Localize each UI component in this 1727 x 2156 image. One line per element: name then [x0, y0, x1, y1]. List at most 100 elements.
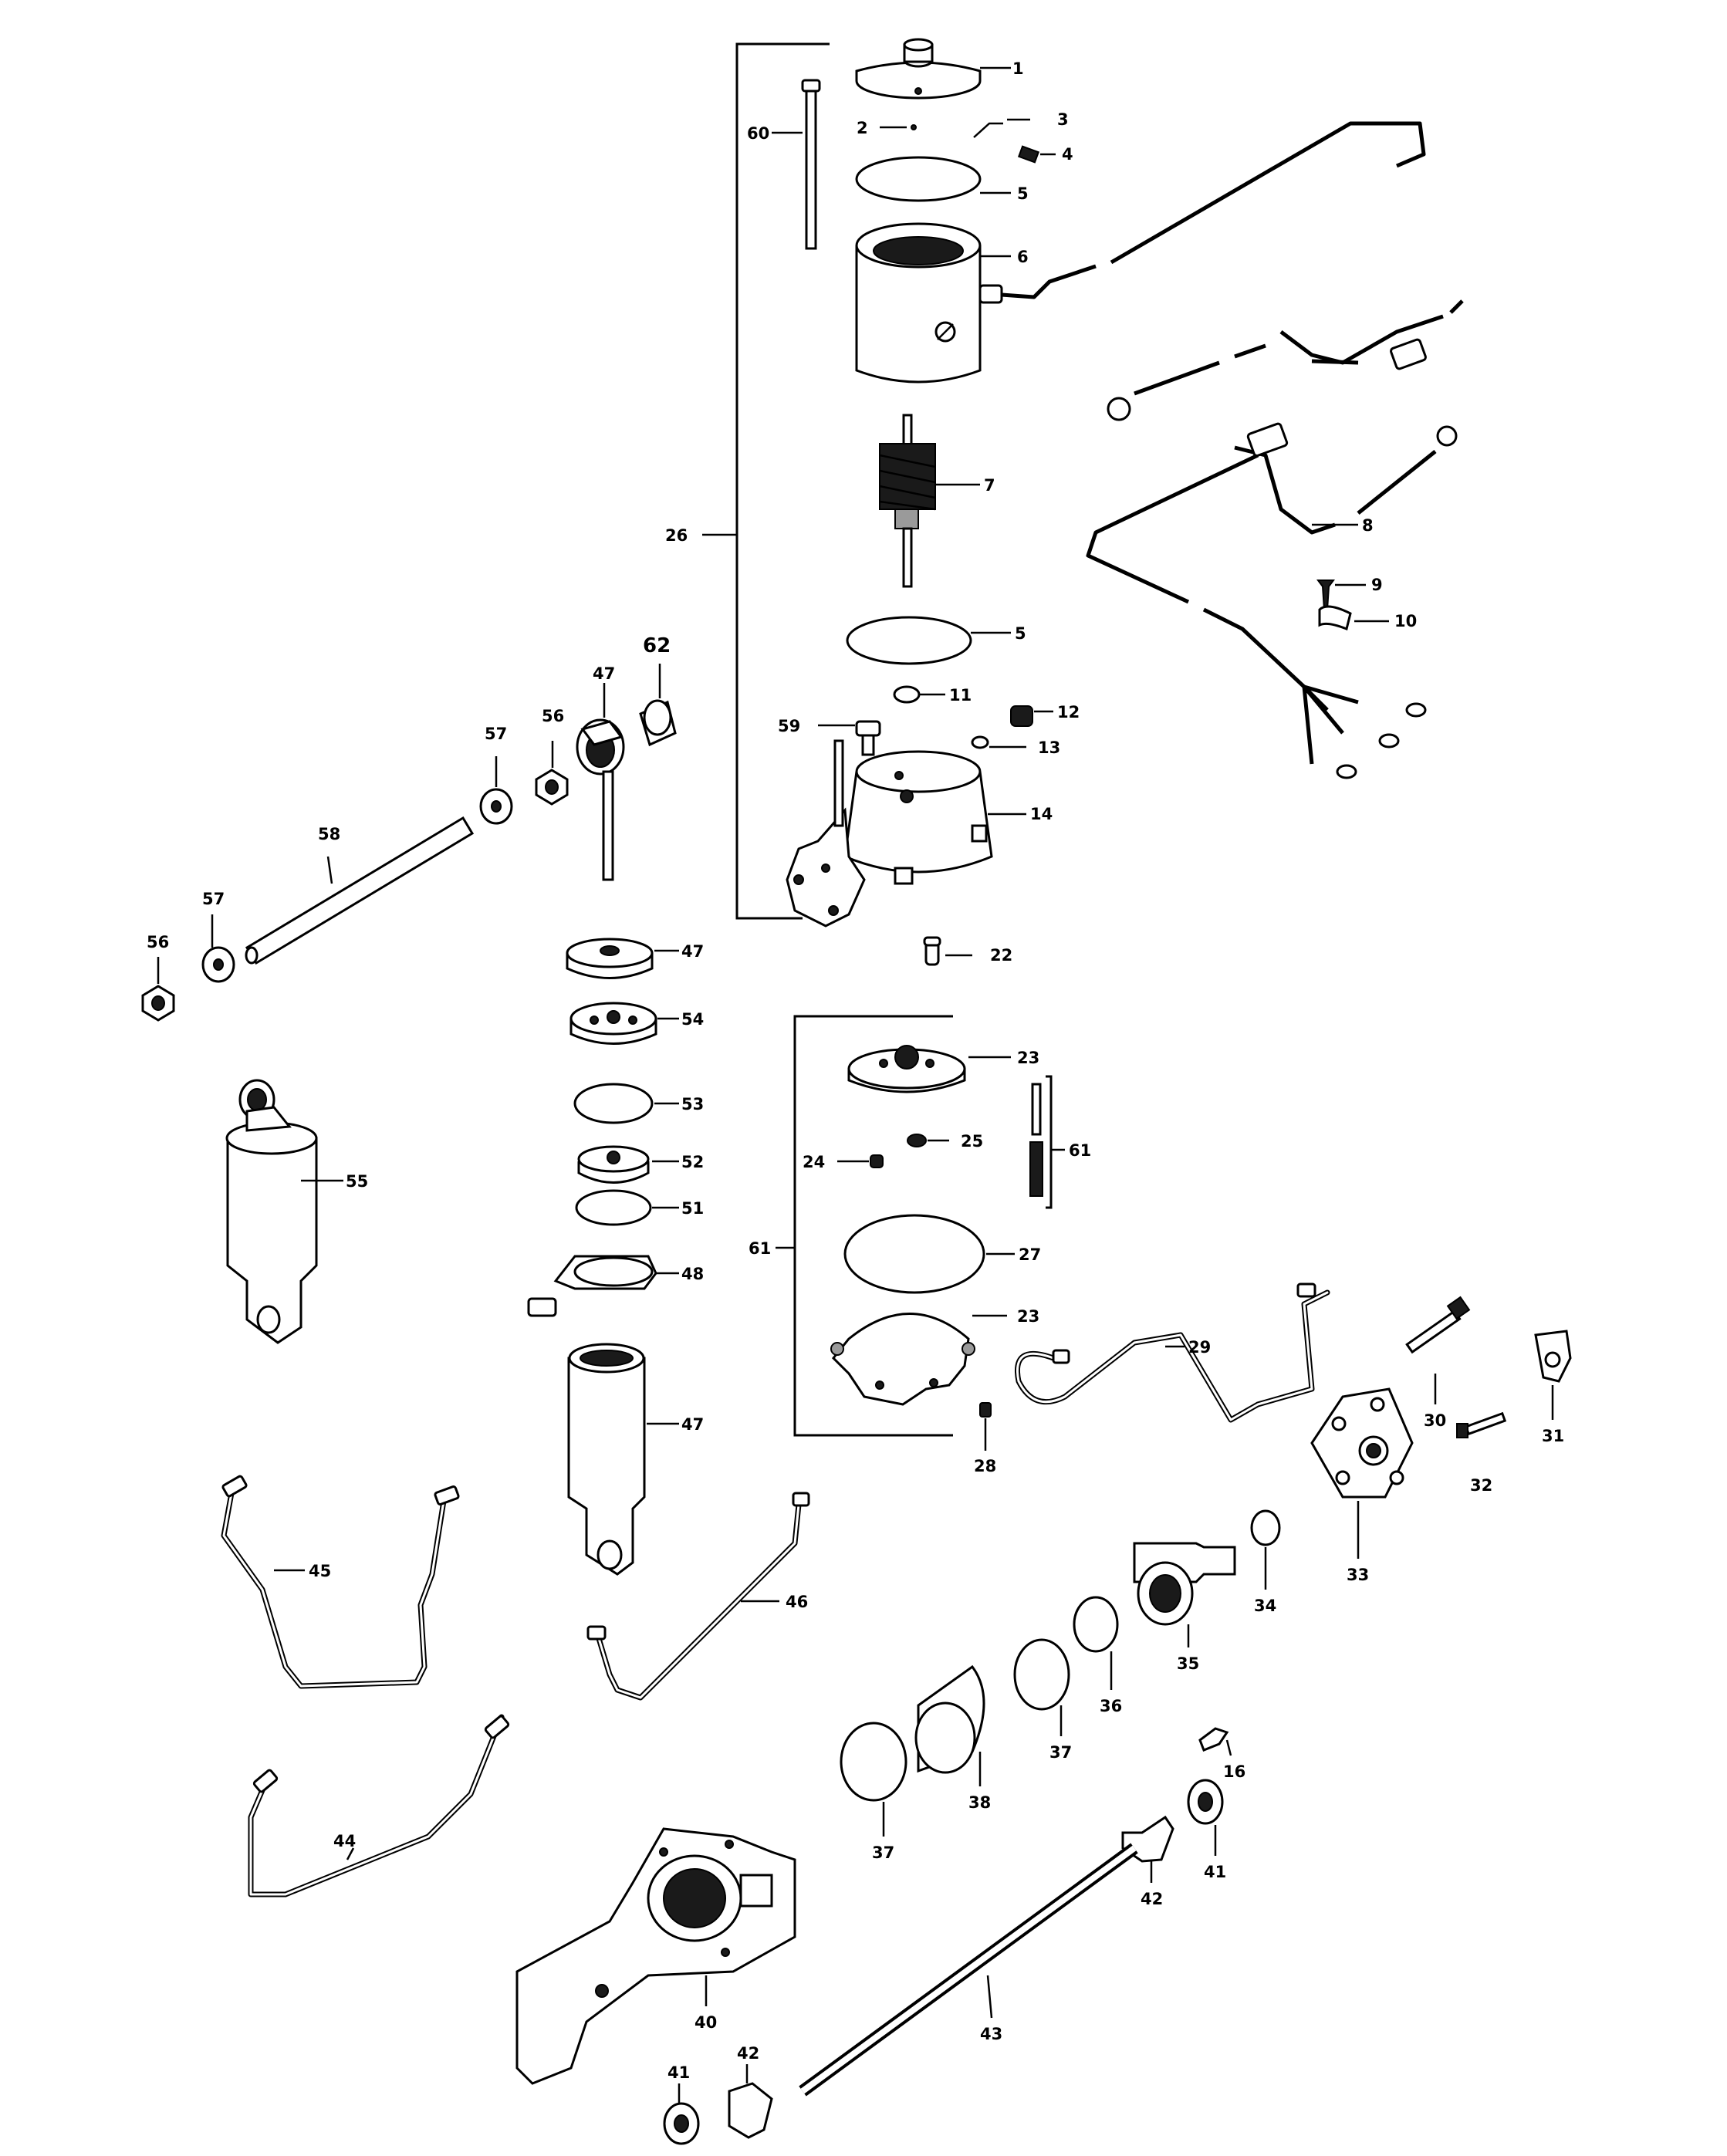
callout-labels: 1 2 3 4 5 6 7 8 9 10 5 11 12 13 14 59 60…	[147, 59, 1564, 2082]
callout-44: 44	[333, 1832, 356, 1850]
screw-22	[923, 936, 972, 966]
callout-40: 40	[695, 2013, 717, 2032]
callout-12: 12	[1057, 703, 1080, 721]
callout-8: 8	[1362, 516, 1374, 535]
o-ring-51	[575, 1189, 679, 1226]
callout-1: 1	[1012, 59, 1024, 78]
callout-23-top: 23	[1017, 1049, 1039, 1067]
callout-56-upper: 56	[542, 707, 564, 725]
callout-36: 36	[1100, 1697, 1122, 1715]
callout-22: 22	[990, 946, 1012, 965]
clip-10	[1318, 605, 1389, 631]
fitting-16	[1198, 1727, 1232, 1756]
callout-48: 48	[681, 1265, 704, 1283]
rod-43	[799, 1843, 1138, 2097]
callout-25: 25	[961, 1132, 983, 1151]
callout-60: 60	[747, 124, 769, 143]
cylinder-base-40	[515, 1827, 796, 2085]
callout-6: 6	[1017, 248, 1029, 266]
valve-24	[837, 1154, 884, 1168]
callout-54: 54	[681, 1010, 704, 1029]
callout-3: 3	[1057, 110, 1069, 129]
cap-47	[566, 938, 679, 979]
callout-30: 30	[1424, 1411, 1446, 1430]
bushing-62	[639, 664, 677, 747]
nut-56-upper	[535, 741, 569, 806]
brush-spring-3	[973, 118, 1030, 138]
callout-41-left: 41	[667, 2063, 690, 2082]
callout-41-right: 41	[1204, 1863, 1226, 1881]
o-ring-5-top	[855, 156, 1011, 202]
tube-44	[248, 1714, 510, 1897]
screw-9	[1316, 580, 1366, 610]
screw-59	[818, 720, 881, 756]
through-bolt-60	[772, 79, 821, 250]
callout-56-lower: 56	[147, 933, 169, 951]
callout-46: 46	[786, 1593, 808, 1611]
bracket-61-small	[1046, 1075, 1065, 1209]
callout-31: 31	[1542, 1427, 1564, 1445]
callout-32: 32	[1470, 1476, 1492, 1495]
o-ring-36	[1073, 1596, 1119, 1690]
cap-42-left	[728, 2064, 773, 2139]
o-ring-37-left	[840, 1722, 907, 1837]
callout-45: 45	[309, 1562, 331, 1580]
callout-4: 4	[1062, 145, 1073, 164]
o-ring-5-lower	[846, 616, 1011, 665]
shock-absorber-55	[225, 1079, 343, 1344]
callout-57-upper: 57	[485, 725, 507, 743]
seal-34	[1250, 1509, 1281, 1590]
bracket-26	[702, 42, 830, 920]
washer-13	[971, 735, 1026, 749]
callout-35: 35	[1177, 1654, 1199, 1673]
o-ring-53	[573, 1083, 679, 1124]
washer-57-lower	[201, 914, 235, 983]
callout-29: 29	[1188, 1338, 1211, 1357]
callout-16: 16	[1223, 1762, 1245, 1781]
sleeve-38	[914, 1664, 985, 1786]
nut-56-lower	[141, 957, 175, 1022]
callout-58: 58	[318, 825, 340, 843]
callout-5-top: 5	[1017, 184, 1029, 203]
callout-52: 52	[681, 1153, 704, 1171]
callout-42-left: 42	[737, 2044, 759, 2063]
callout-7: 7	[984, 476, 995, 495]
callout-13: 13	[1038, 738, 1060, 757]
rod-eye-47	[576, 683, 625, 881]
callout-47-eye: 47	[593, 664, 615, 683]
screw-28	[979, 1402, 992, 1451]
tube-45	[221, 1475, 460, 1689]
callout-55: 55	[346, 1172, 368, 1191]
spring-61	[1029, 1083, 1043, 1197]
callout-24: 24	[803, 1153, 825, 1171]
cylinder-47	[567, 1343, 679, 1576]
piston-54	[569, 1002, 679, 1045]
bracket-61	[776, 1015, 953, 1437]
o-ring-27	[843, 1214, 1015, 1294]
piston-35	[1133, 1542, 1236, 1647]
pump-base-23	[830, 1313, 1007, 1406]
callout-2: 2	[857, 119, 868, 137]
callout-42-right: 42	[1141, 1890, 1163, 1908]
callout-37-right: 37	[1049, 1743, 1072, 1762]
callout-57-lower: 57	[202, 890, 225, 908]
callout-33: 33	[1347, 1566, 1369, 1584]
pump-cover-23	[847, 1045, 1011, 1093]
callout-23-base: 23	[1017, 1307, 1039, 1326]
piston-52	[577, 1145, 679, 1184]
callout-34: 34	[1254, 1597, 1276, 1615]
callout-9: 9	[1371, 576, 1383, 594]
screw-32	[1456, 1411, 1507, 1438]
callout-53: 53	[681, 1095, 704, 1113]
callout-47-cylinder: 47	[681, 1415, 704, 1434]
callout-51: 51	[681, 1199, 704, 1218]
callout-43: 43	[980, 2025, 1002, 2043]
bracket-31	[1534, 1330, 1572, 1420]
o-ring-37-right	[1013, 1638, 1070, 1736]
tube-29	[1015, 1282, 1330, 1423]
brush-4	[1017, 145, 1056, 164]
washer-57-upper	[479, 756, 513, 825]
callout-28: 28	[974, 1457, 996, 1475]
callout-59: 59	[778, 717, 800, 735]
